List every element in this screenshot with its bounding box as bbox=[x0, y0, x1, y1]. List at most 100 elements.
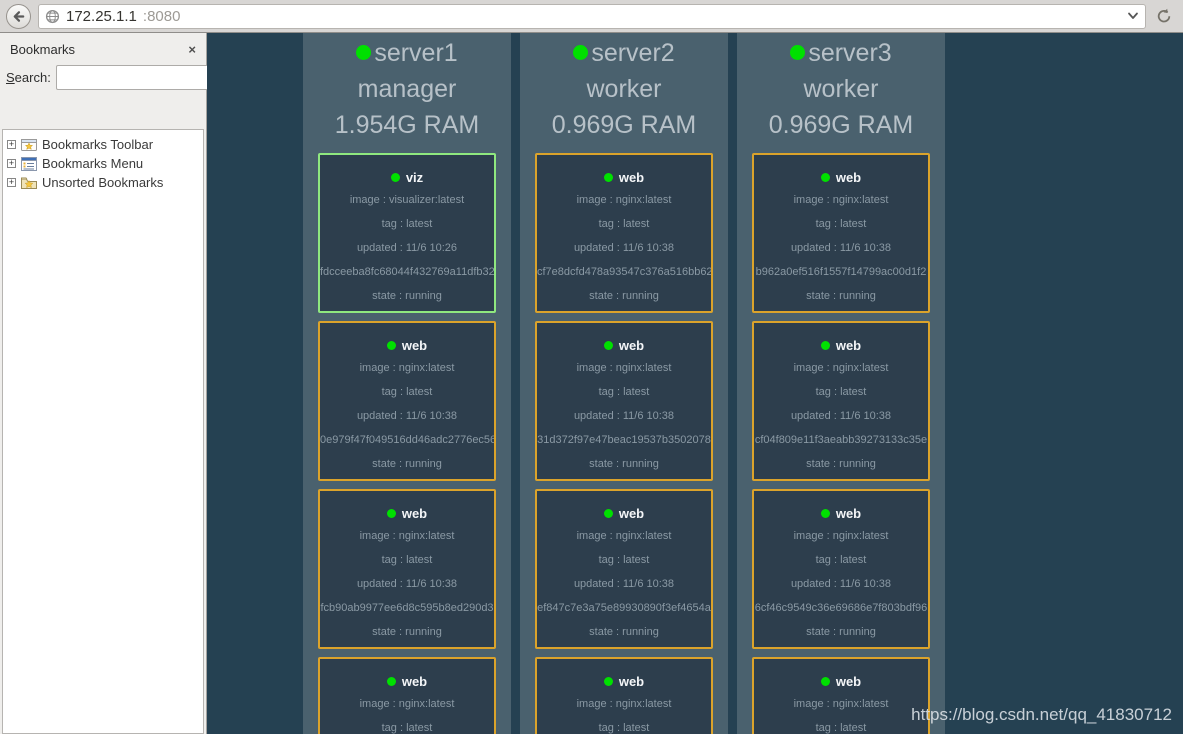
url-bar[interactable]: 172.25.1.1 :8080 bbox=[38, 3, 1146, 29]
reload-icon[interactable] bbox=[1153, 4, 1175, 29]
node-role: worker bbox=[803, 75, 879, 103]
container-name: web bbox=[401, 674, 428, 689]
container-tag: tag : latest bbox=[598, 218, 650, 230]
container-name: viz bbox=[405, 170, 424, 185]
node-status-icon bbox=[573, 44, 589, 60]
bookmarks-sidebar: Bookmarks × Search: + Bookmarks Toolbar … bbox=[0, 33, 262, 734]
container-title-row: web bbox=[537, 672, 711, 692]
container-status-icon bbox=[603, 509, 613, 519]
container-title-row: viz bbox=[320, 168, 494, 188]
search-input[interactable] bbox=[56, 66, 241, 89]
container-updated: updated : 11/6 10:38 bbox=[790, 578, 892, 590]
node-name: server2 bbox=[591, 39, 675, 67]
container-image: image : nginx:latest bbox=[359, 530, 455, 542]
container-tag: tag : latest bbox=[381, 554, 433, 566]
container-title-row: web bbox=[754, 504, 928, 524]
container-tag: tag : latest bbox=[381, 386, 433, 398]
container-updated: updated : 11/6 10:38 bbox=[573, 578, 675, 590]
container-title-row: web bbox=[754, 168, 928, 188]
container-name: web bbox=[618, 338, 645, 353]
container-name: web bbox=[401, 338, 428, 353]
node-ram: 0.969G RAM bbox=[768, 111, 914, 139]
main-area: Bookmarks × Search: + Bookmarks Toolbar … bbox=[0, 33, 1183, 734]
container-state: state : running bbox=[589, 458, 659, 470]
container-card: web image : nginx:latest tag : latest upda… bbox=[318, 489, 496, 649]
browser-toolbar: 172.25.1.1 :8080 bbox=[0, 0, 1183, 33]
sidebar-search-row: Search: bbox=[0, 64, 262, 97]
container-status-icon bbox=[603, 677, 613, 687]
container-tag: tag : latest bbox=[381, 218, 433, 230]
sidebar-item-bookmarks-menu[interactable]: + Bookmarks Menu bbox=[3, 154, 203, 173]
expand-plus-icon[interactable]: + bbox=[7, 139, 16, 149]
container-name: web bbox=[835, 338, 862, 353]
container-status-icon bbox=[386, 509, 396, 519]
container-title-row: web bbox=[320, 336, 494, 356]
container-status-icon bbox=[820, 677, 830, 687]
expand-plus-icon[interactable]: + bbox=[7, 158, 16, 168]
chevron-down-icon[interactable] bbox=[1127, 12, 1139, 20]
sidebar-item-bookmarks-toolbar[interactable]: + Bookmarks Toolbar bbox=[3, 135, 203, 154]
nodes: server1 manager 1.954G RAM viz image : v… bbox=[207, 33, 1183, 734]
sidebar-item-label: Bookmarks Menu bbox=[42, 156, 144, 171]
container-title-row: web bbox=[537, 336, 711, 356]
sidebar-header: Bookmarks × bbox=[0, 33, 206, 64]
container-title-row: web bbox=[320, 504, 494, 524]
container-name: web bbox=[835, 170, 862, 185]
container-updated: updated : 11/6 10:38 bbox=[356, 578, 458, 590]
unsorted-bookmarks-icon bbox=[21, 176, 37, 190]
container-image: image : nginx:latest bbox=[793, 698, 889, 710]
container-title-row: web bbox=[754, 672, 928, 692]
sidebar-item-unsorted-bookmarks[interactable]: + Unsorted Bookmarks bbox=[3, 173, 203, 192]
node-role: worker bbox=[586, 75, 662, 103]
container-hash: fcb90ab9977ee6d8c595b8ed290d3 bbox=[320, 602, 494, 614]
container-tag: tag : latest bbox=[598, 554, 650, 566]
node-column: server1 manager 1.954G RAM viz image : v… bbox=[303, 33, 511, 734]
visualizer-page: server1 manager 1.954G RAM viz image : v… bbox=[207, 33, 1183, 734]
container-hash: fdcceeba8fc68044f432769a11dfb32 bbox=[320, 266, 494, 278]
back-arrow-icon bbox=[11, 9, 26, 24]
container-title-row: web bbox=[754, 336, 928, 356]
container-tag: tag : latest bbox=[815, 386, 867, 398]
close-icon[interactable]: × bbox=[188, 41, 196, 57]
node-column: server2 worker 0.969G RAM web image : ng… bbox=[520, 33, 728, 734]
node-header: server2 worker 0.969G RAM bbox=[520, 33, 728, 143]
back-button[interactable] bbox=[6, 3, 31, 29]
container-name: web bbox=[618, 674, 645, 689]
container-hash: b962a0ef516f1557f14799ac00d1f2 bbox=[755, 266, 927, 278]
container-status-icon bbox=[603, 173, 613, 183]
container-title-row: web bbox=[537, 504, 711, 524]
container-tag: tag : latest bbox=[598, 386, 650, 398]
container-status-icon bbox=[603, 341, 613, 351]
sidebar-item-label: Unsorted Bookmarks bbox=[42, 175, 164, 190]
container-image: image : nginx:latest bbox=[793, 194, 889, 206]
node-name: server3 bbox=[808, 39, 892, 67]
container-status-icon bbox=[386, 677, 396, 687]
search-label: Search: bbox=[6, 70, 51, 85]
container-state: state : running bbox=[372, 626, 442, 638]
url-host: 172.25.1.1 bbox=[66, 7, 137, 25]
container-updated: updated : 11/6 10:38 bbox=[573, 410, 675, 422]
bookmarks-menu-icon bbox=[21, 156, 37, 171]
node-status-icon bbox=[356, 44, 372, 60]
globe-icon bbox=[45, 9, 60, 24]
container-status-icon bbox=[820, 173, 830, 183]
container-image: image : nginx:latest bbox=[793, 362, 889, 374]
node-ram: 1.954G RAM bbox=[334, 111, 480, 139]
container-hash: cf7e8dcfd478a93547c376a516bb62 bbox=[537, 266, 711, 278]
expand-plus-icon[interactable]: + bbox=[7, 177, 16, 187]
container-updated: updated : 11/6 10:26 bbox=[356, 242, 458, 254]
container-image: image : nginx:latest bbox=[576, 194, 672, 206]
container-hash: cf04f809e11f3aeabb39273133c35e bbox=[754, 434, 928, 446]
